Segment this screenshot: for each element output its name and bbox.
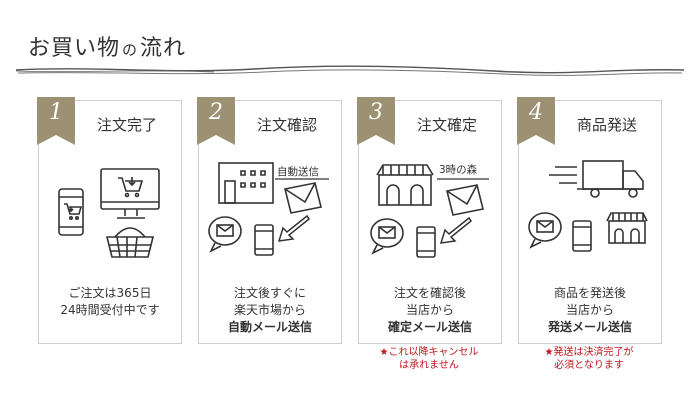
step-number-tab: 4 [517,97,555,145]
description-line: 当店から [405,303,454,317]
step-description: 注文を確認後 当店から 確定メール送信 [359,285,501,336]
order-illustration [58,168,160,258]
phone-icon [572,220,592,252]
title-divider [15,65,685,76]
title-main: お買い物 [28,36,121,61]
step-number: 3 [369,100,383,125]
step-description: ご注文は365日 24時間受付中です [39,285,181,319]
notice-line: ★発送は決済完了が [544,347,634,358]
illus-label: 自動送信 [277,165,319,178]
notice-line: ★これ以降キャンセル [379,347,479,358]
step-number-tab: 2 [197,97,235,145]
envelope-icon [284,182,322,214]
step-title: 注文確認 [256,116,317,134]
confirmed-illustration: 3時の森 [370,163,489,258]
description-line: 商品を発送後 [553,286,626,300]
title-sub: 流れ [140,36,187,61]
step-card-1: 1 注文完了 ご注文は365日 24時間受付中です [37,97,182,344]
envelope-icon [446,184,484,216]
arrow-icon [439,216,473,244]
building-icon [218,162,274,204]
speech-mail-icon [370,218,404,255]
step-card-2: 2 注文確認 自動送信 注文後すぐに 楽天市場から 自動メール送信 [197,97,342,344]
description-line: 24時間受付中です [60,303,160,317]
description-line: 楽天市場から [233,303,306,317]
monitor-cart-icon [100,168,160,219]
notice-line: 必須となります [554,360,624,371]
notice-line: は承れません [399,360,459,371]
description-line: 自動メール送信 [227,320,312,334]
arrow-icon [277,214,311,242]
description-line: 確定メール送信 [387,320,472,334]
shop-icon [606,212,648,244]
step-number-tab: 3 [357,97,395,145]
truck-icon [549,160,644,198]
smartphone-cart-icon [58,188,84,236]
shipping-illustration [528,160,648,252]
speech-mail-icon [208,216,242,253]
description-line: ご注文は365日 [68,286,152,300]
step-title: 注文確定 [416,116,477,134]
step-number-tab: 1 [37,97,75,145]
description-line: 当店から [565,303,614,317]
step-number: 2 [209,100,223,125]
step-number: 1 [49,100,63,125]
illus-label: 3時の森 [439,163,478,176]
phone-icon [416,226,436,258]
page-title: お買い物の流れ [28,30,186,62]
title-particle: の [122,41,139,59]
shop-icon [376,164,434,206]
description-line: 発送メール送信 [547,320,632,334]
step-description: 商品を発送後 当店から 発送メール送信 [519,285,661,336]
phone-icon [254,224,274,256]
cancel-notice: ★これ以降キャンセル は承れません [358,346,500,372]
step-card-4: 4 商品発送 商品を発送後 当店から 発送メール送信 [517,97,662,344]
description-line: 注文を確認後 [393,286,466,300]
step-number: 4 [529,100,543,125]
step-title: 商品発送 [576,116,637,134]
basket-icon [105,227,155,258]
step-title: 注文完了 [96,116,157,134]
payment-notice: ★発送は決済完了が 必須となります [518,346,660,372]
description-line: 注文後すぐに [233,286,306,300]
step-card-3: 3 注文確定 3時の森 注文を確認後 当店から 確定メール送信 [357,97,502,344]
step-description: 注文後すぐに 楽天市場から 自動メール送信 [199,285,341,336]
speech-mail-icon [528,212,562,249]
confirm-illustration: 自動送信 [208,162,329,256]
